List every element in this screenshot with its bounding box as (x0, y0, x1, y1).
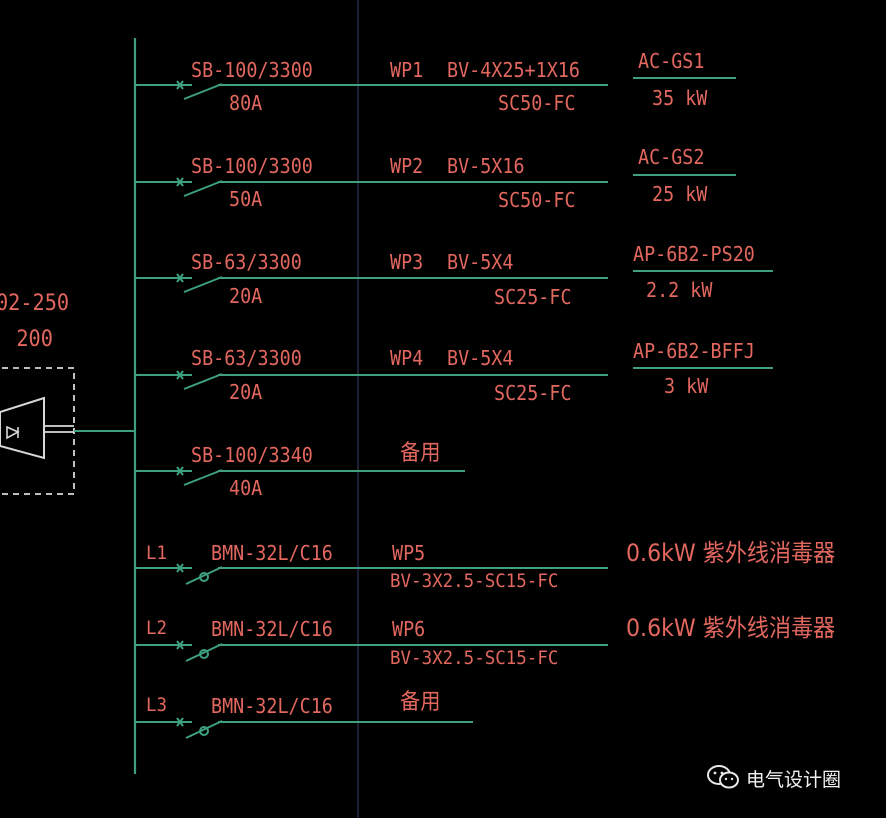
circuit-id: WP3 (390, 250, 424, 274)
rating-label: 40A (229, 476, 263, 500)
watermark-label: 电气设计圈 (746, 769, 842, 791)
incoming-label-2: : 200 (0, 327, 53, 352)
phase-label: L2 (146, 617, 168, 639)
phase-label: L3 (146, 694, 168, 716)
phase-label: L1 (146, 542, 168, 564)
load-name: AP-6B2-PS20 (633, 242, 755, 266)
cable-spec: BV-3X2.5-SC15-FC (390, 647, 559, 669)
breaker-label: SB-63/3300 (191, 250, 302, 274)
load-label: 0.6kW 紫外线消毒器 (626, 614, 836, 642)
breaker-blade (183, 373, 223, 390)
conduit-spec: SC25-FC (494, 285, 572, 309)
cable-spec: BV-5X4 (447, 346, 514, 370)
cable-spec: BV-3X2.5-SC15-FC (390, 570, 559, 592)
breaker-blade (185, 643, 223, 662)
cable-spec: BV-4X25+1X16 (447, 58, 580, 82)
rating-label: 20A (229, 380, 263, 404)
load-name: AC-GS2 (638, 145, 705, 169)
breaker-label: SB-100/3300 (191, 58, 313, 82)
spare-label: 备用 (400, 690, 441, 715)
conduit-spec: SC50-FC (498, 91, 576, 115)
circuit-id: WP5 (392, 541, 426, 565)
load-power: 35 kW (652, 86, 708, 110)
load-power: 2.2 kW (646, 278, 713, 302)
rating-label: 20A (229, 284, 263, 308)
rcd-circle (199, 572, 209, 582)
load-power: 25 kW (652, 182, 708, 206)
breaker-label: BMN-32L/C16 (211, 541, 333, 565)
rcd-circle (199, 649, 209, 659)
breaker-label: BMN-32L/C16 (211, 694, 333, 718)
breaker-label: SB-100/3340 (191, 443, 313, 467)
load-name: AP-6B2-BFFJ (633, 339, 755, 363)
circuit-id: WP1 (390, 58, 424, 82)
cable-spec: BV-5X4 (447, 250, 514, 274)
breaker-blade (185, 720, 223, 739)
breaker-blade (183, 276, 223, 293)
circuit-id: WP6 (392, 617, 426, 641)
cable-spec: BV-5X16 (447, 154, 525, 178)
conduit-spec: SC50-FC (498, 188, 576, 212)
wechat-icon (707, 765, 739, 789)
load-power: 3 kW (664, 374, 709, 398)
circuit-id: WP4 (390, 346, 424, 370)
breaker-label: SB-63/3300 (191, 346, 302, 370)
incoming-label-1: 02-250 (0, 291, 70, 316)
breaker-blade (183, 469, 223, 486)
rating-label: 50A (229, 187, 263, 211)
rating-label: 80A (229, 91, 263, 115)
conduit-spec: SC25-FC (494, 381, 572, 405)
breaker-blade (183, 180, 223, 197)
breaker-blade (183, 83, 223, 100)
breaker-label: BMN-32L/C16 (211, 617, 333, 641)
spare-label: 备用 (400, 441, 441, 466)
breaker-blade (185, 566, 223, 585)
load-name: AC-GS1 (638, 49, 705, 73)
branch-lines (135, 77, 773, 739)
breaker-label: SB-100/3300 (191, 154, 313, 178)
circuit-id: WP2 (390, 154, 424, 178)
load-label: 0.6kW 紫外线消毒器 (626, 539, 836, 567)
rcd-circle (199, 726, 209, 736)
incoming-breaker-symbol (0, 367, 75, 495)
